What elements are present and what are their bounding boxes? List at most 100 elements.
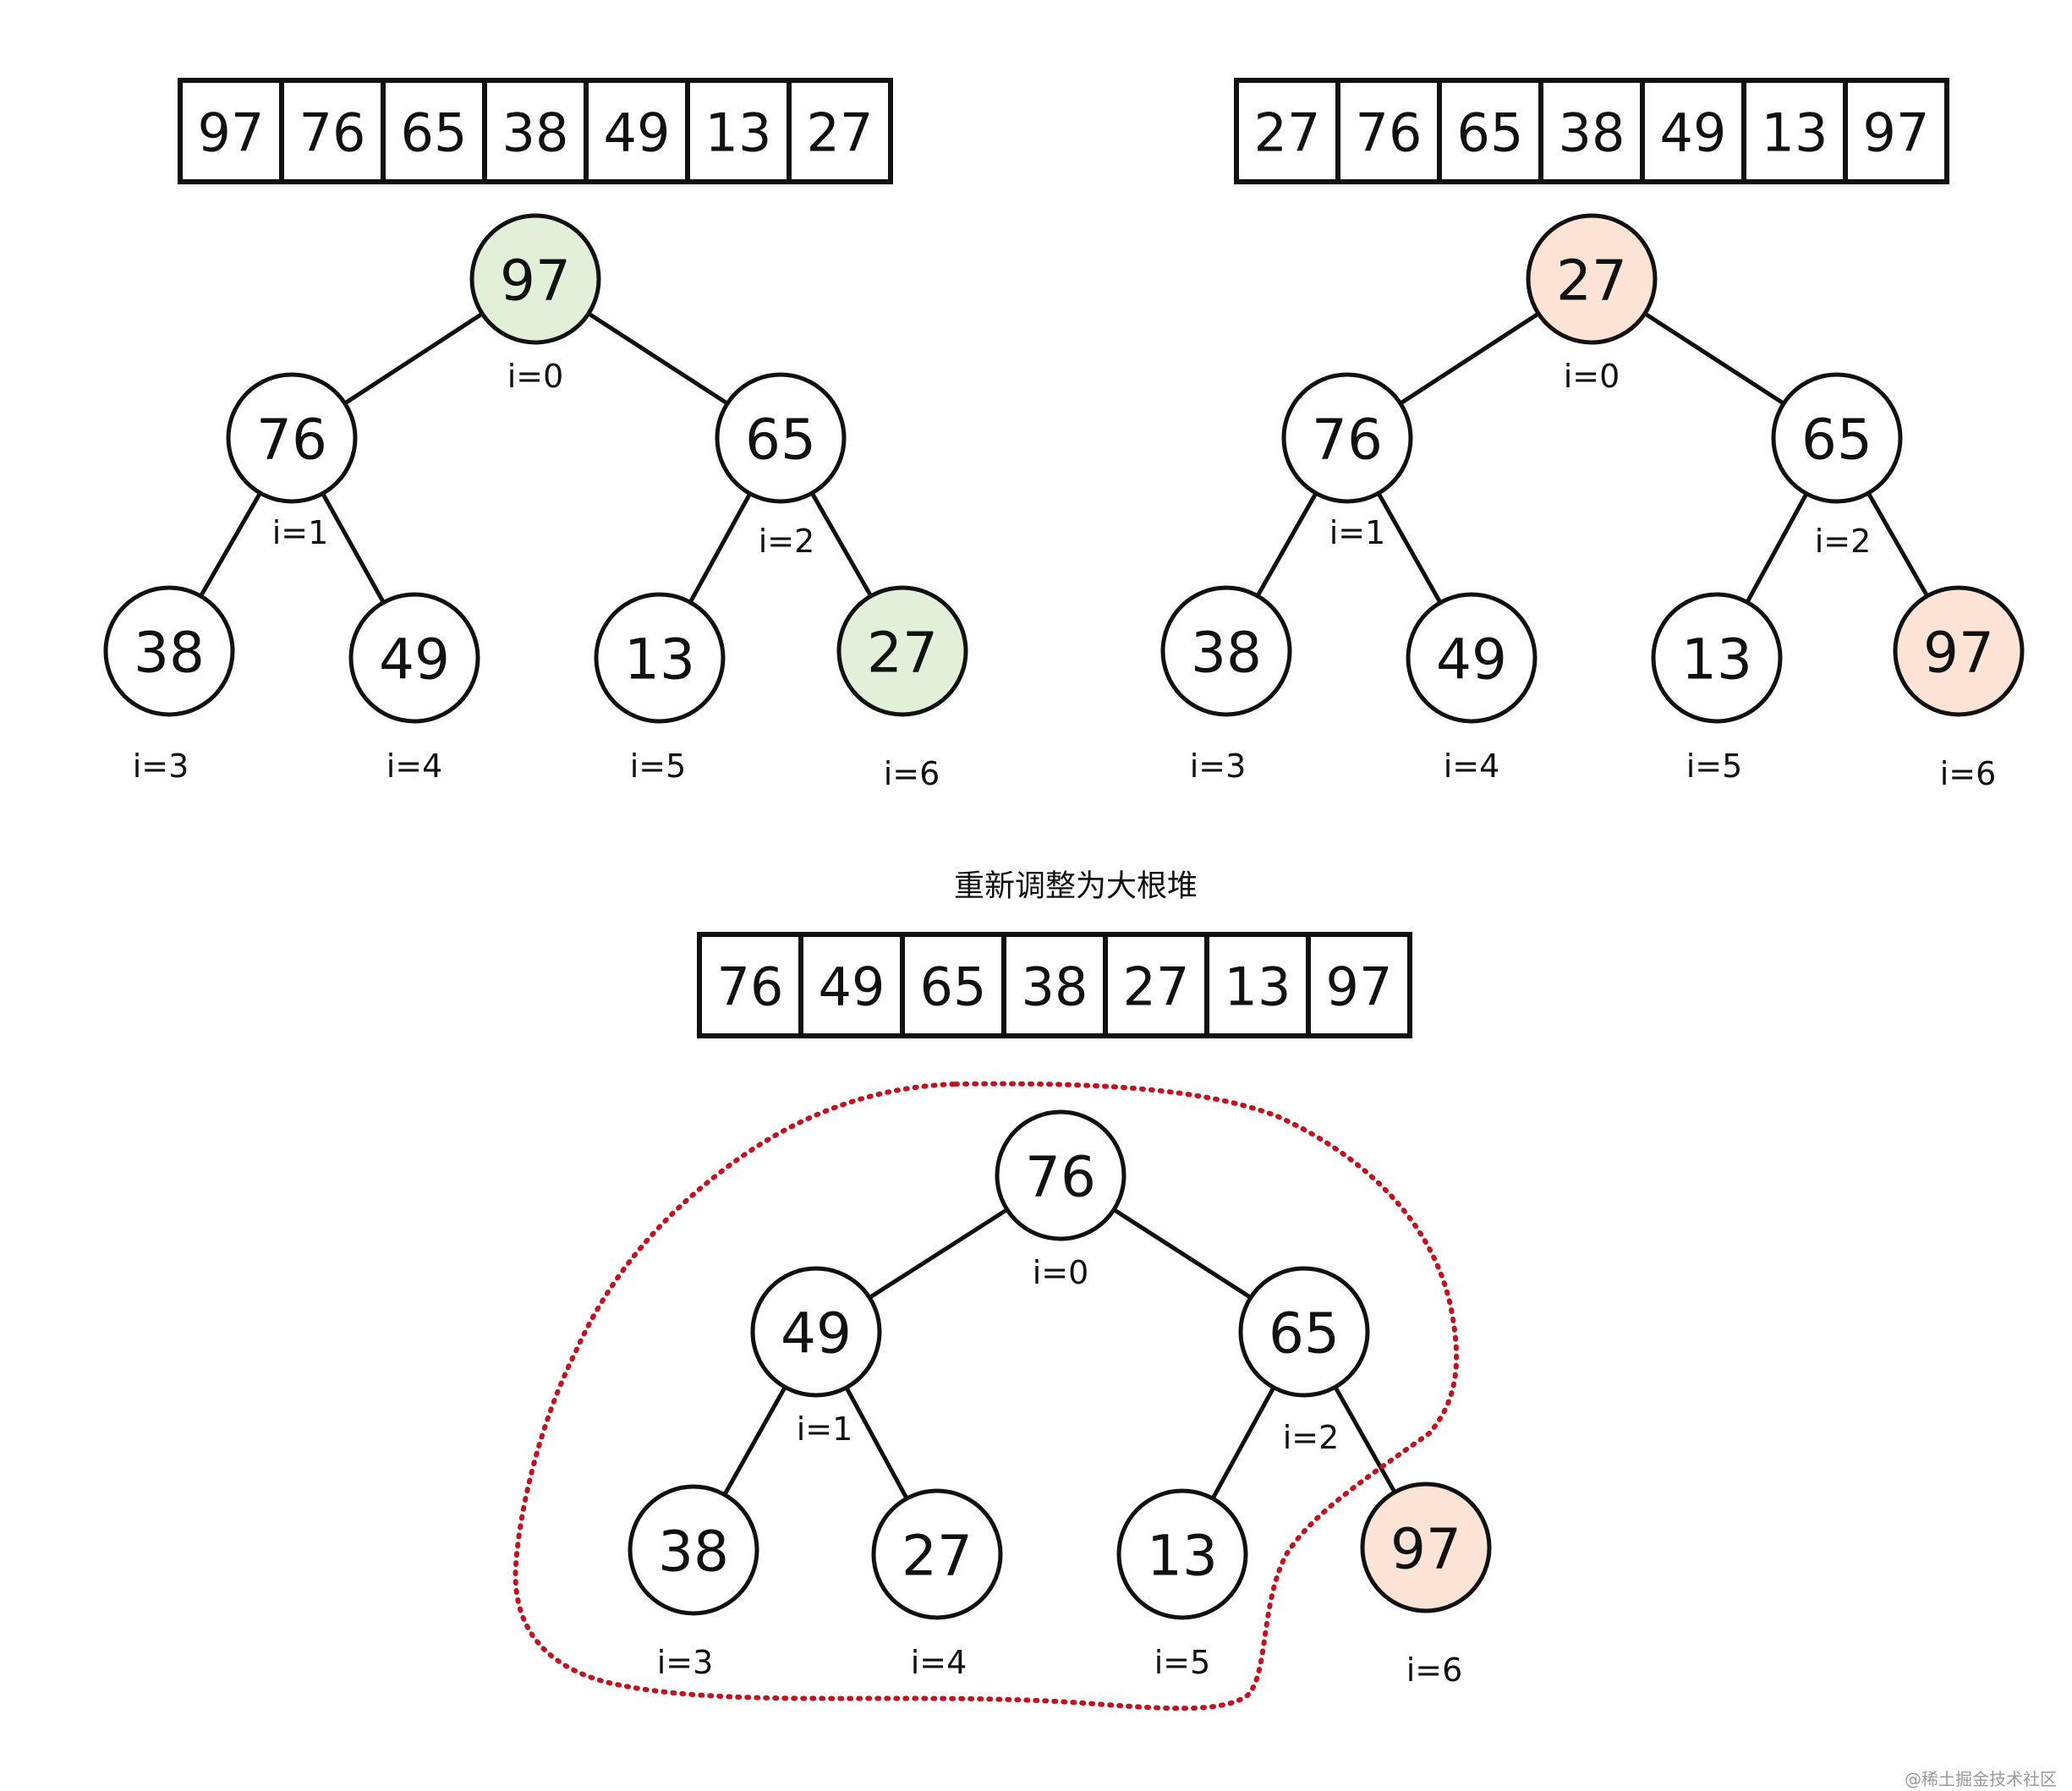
tree-node-value: 13 [624,627,695,693]
tree-node [1771,372,1903,504]
index-label: i=0 [1033,1254,1089,1291]
tree-node-value: 27 [867,621,938,686]
tree-node-value: 27 [902,1524,973,1589]
tree-node-value: 49 [1436,627,1507,693]
tree-edge [1210,1386,1276,1500]
tree-node-value: 65 [745,408,816,473]
array-cell-value: 13 [705,102,772,164]
array-cell [1335,78,1442,184]
index-label: i=1 [272,514,329,551]
index-label: i=4 [1444,748,1500,785]
tree-edge [321,492,386,604]
tree-node [226,372,358,504]
index-label: i=6 [884,755,940,792]
index-label: i=4 [911,1644,967,1681]
array-cell-value: 27 [1254,102,1321,164]
array-cell [685,78,792,184]
tree-node [1281,372,1413,504]
array-cell [787,78,893,184]
tree-node-value: 97 [500,249,571,314]
tree-edge [688,492,753,604]
index-label: i=3 [1190,748,1247,785]
index-label: i=2 [759,523,815,560]
index-label: i=5 [1686,748,1743,785]
array-cell [279,78,386,184]
tree-node-value: 49 [781,1301,852,1367]
array-cell-value: 38 [502,102,569,164]
array-cell [1843,78,1949,184]
index-label: i=5 [1154,1644,1211,1681]
index-label: i=3 [657,1644,714,1681]
array-cell [1234,78,1340,184]
array-cell-value: 38 [1022,956,1088,1018]
array-cell-value: 27 [807,102,874,164]
array-cell [798,932,905,1038]
tree-edge [722,1386,787,1496]
tree-edges [1255,311,1929,604]
array-cell-value: 49 [1660,102,1727,164]
array-cell-value: 49 [604,102,671,164]
tree-node [1406,592,1538,724]
tree-node [995,1109,1126,1241]
tree-node [103,585,235,717]
tree-edge [844,1386,909,1500]
tree-edge [1112,1208,1253,1300]
tree-node-value: 13 [1147,1524,1218,1589]
array-cell-value: 97 [1326,956,1393,1018]
tree-edges [199,311,873,604]
tree-edge [587,311,729,406]
array-cell-value: 27 [1123,956,1190,1018]
tree-node-value: 97 [1923,621,1994,686]
index-label: i=0 [507,358,564,395]
array-cell-value: 76 [1356,102,1422,164]
array-cell [584,78,690,184]
array-cell-value: 97 [1863,102,1930,164]
tree-node [1526,213,1658,345]
index-label: i=6 [1406,1651,1463,1689]
array-cell [1001,932,1108,1038]
array-cell [900,932,1006,1038]
array-cell-value: 13 [1762,102,1828,164]
tree-node-value: 76 [1025,1145,1096,1210]
tree-node [715,372,847,504]
caption: 重新调整为大根堆 [954,869,1198,904]
tree-node [1893,585,2025,717]
tree-node [1160,585,1292,717]
index-label: i=2 [1815,523,1872,560]
tree-node-value: 65 [1801,408,1872,473]
index-label: i=1 [797,1410,853,1448]
array-cell-value: 76 [717,956,784,1018]
array-cell-value: 38 [1559,102,1625,164]
tree-node-value: 49 [379,627,450,693]
tree-node [628,1484,759,1616]
tree-node [469,213,601,345]
tree-edge [1333,1386,1397,1493]
tree-node-value: 76 [1312,408,1383,473]
tree-edge [1745,492,1809,604]
tree-node-value: 13 [1681,627,1752,693]
array-cell-value: 49 [819,956,885,1018]
array-cell-value: 97 [198,102,265,164]
readjusted-heap-outline [513,1081,1460,1712]
tree-edge [199,491,262,598]
array-cell [178,78,284,184]
tree-node [871,1488,1003,1620]
array-cell [1741,78,1848,184]
tree-node [348,592,480,724]
tree-edge [868,1208,1009,1300]
index-label: i=3 [133,748,189,785]
array-cell-value: 65 [1457,102,1524,164]
array-strip: 27 76 65 38 49 13 97 [1234,78,1949,184]
tree-edge [343,311,484,406]
tree-node [1116,1488,1248,1620]
array-cell-value: 65 [401,102,468,164]
tree-node [750,1266,882,1398]
